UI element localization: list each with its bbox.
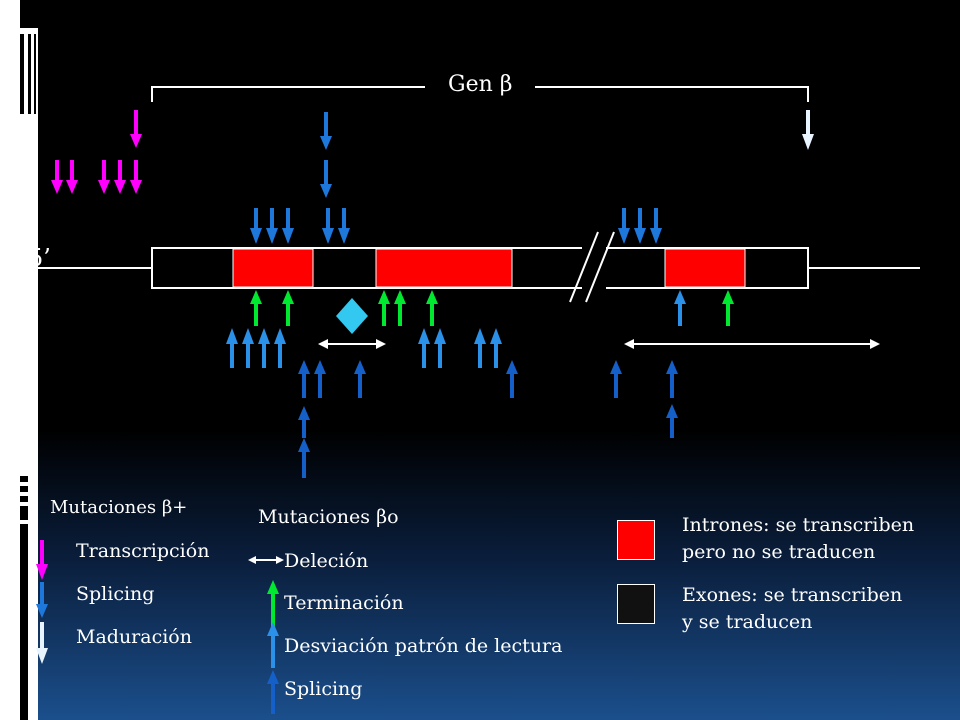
deco-line <box>20 34 24 114</box>
gene-label: Gen β <box>448 72 513 97</box>
legend-item-transcription: Transcripción <box>76 540 210 562</box>
maduration-arrow <box>802 110 814 150</box>
diamond-marker <box>336 298 368 334</box>
legend-deletion-icon <box>248 556 284 564</box>
intron-2 <box>375 248 513 288</box>
break-gap <box>582 240 606 298</box>
deco-line <box>20 476 28 482</box>
deco-line <box>20 496 28 502</box>
legend-beta-plus-title: Mutaciones β+ <box>50 497 188 518</box>
legend-splicing-plus-icon <box>36 582 48 618</box>
break-mark <box>585 231 615 303</box>
legend-intron-swatch <box>617 520 655 560</box>
splicing-plus-arrows <box>250 112 662 244</box>
intron-3 <box>664 248 746 288</box>
reading-frame-arrows <box>226 328 502 368</box>
left-decoration-bar <box>0 0 38 720</box>
legend-item-deletion: Deleción <box>284 550 369 572</box>
deco-line <box>20 506 28 520</box>
termination-arrows <box>250 290 734 326</box>
legend-splicing-zero-icon <box>267 670 279 714</box>
legend-termination-icon <box>267 580 279 628</box>
transcription-arrows <box>51 110 142 194</box>
legend-exons-text: Exones: se transcriben y se traducen <box>682 584 903 633</box>
intron-1 <box>232 248 314 288</box>
gene-bracket-left <box>151 86 425 102</box>
reading-frame-arrow-top <box>674 290 686 326</box>
legend-transcription-icon <box>36 540 48 580</box>
legend-item-splicing-plus: Splicing <box>76 583 155 605</box>
gene-bracket-right <box>535 86 809 102</box>
deco-line <box>20 486 28 492</box>
legend-maduration-icon <box>36 622 48 664</box>
five-prime-label: 5’ <box>28 244 51 272</box>
deco-block <box>20 0 38 28</box>
legend-beta-zero-title: Mutaciones βo <box>258 506 399 528</box>
deco-line <box>28 34 31 114</box>
legend-exon-swatch <box>617 584 655 624</box>
splicing-zero-arrows <box>298 360 678 478</box>
legend-item-termination: Terminación <box>284 592 404 614</box>
legend-item-reading-frame: Desviación patrón de lectura <box>284 635 563 657</box>
legend-introns-text: Intrones: se transcriben pero no se trad… <box>682 514 915 563</box>
deco-line <box>20 524 28 720</box>
legend-reading-frame-icon <box>267 622 279 668</box>
deco-line <box>34 34 36 114</box>
deletion-arrow-2 <box>624 339 880 349</box>
legend-item-maduration: Maduración <box>76 626 192 648</box>
deletion-arrow-1 <box>318 339 386 349</box>
break-mark <box>569 231 599 303</box>
legend-item-splicing-zero: Splicing <box>284 678 363 700</box>
